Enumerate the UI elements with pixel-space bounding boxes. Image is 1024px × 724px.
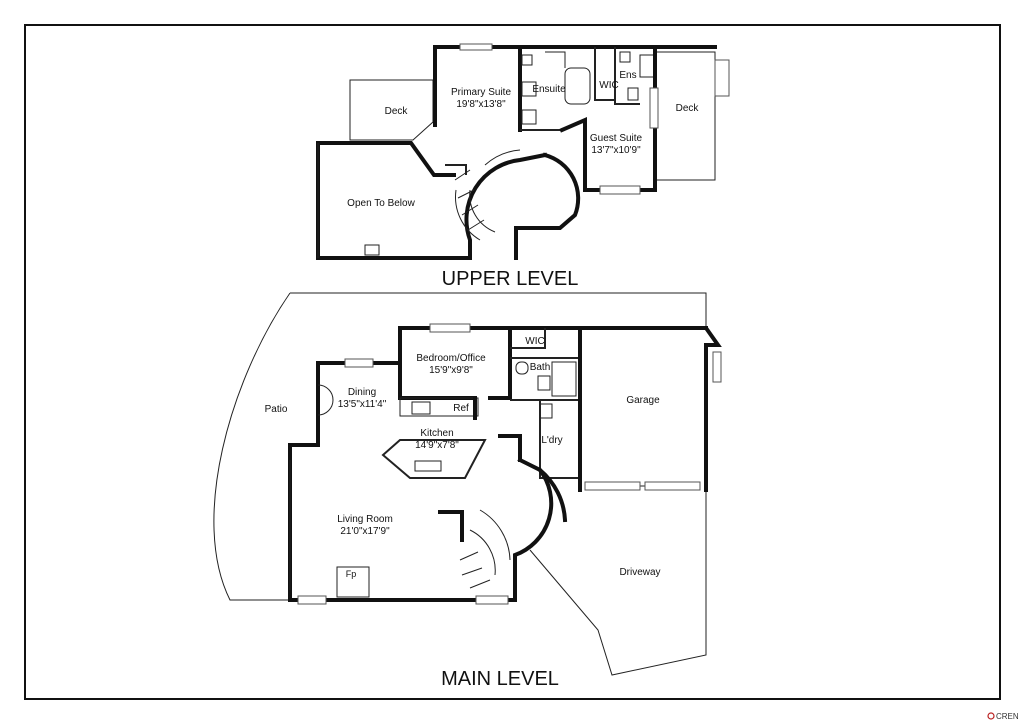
upper-deck-right-outline <box>655 51 716 181</box>
ensuite-shower <box>545 51 566 68</box>
upper-rotunda-wall <box>464 152 548 260</box>
ens-sink <box>627 87 639 101</box>
dining-dims: 13'5"x11'4" <box>338 399 387 410</box>
upper-stair-2 <box>469 189 496 233</box>
cren-logo-icon <box>987 712 995 720</box>
upper-stair-1 <box>455 189 481 241</box>
ensuite-tub <box>564 67 591 105</box>
bedroom-office-label: Bedroom/Office <box>416 353 486 364</box>
main-stair-window <box>475 595 509 605</box>
patio-curved-edge <box>213 292 291 601</box>
dining-left-wall <box>288 361 320 447</box>
ensuite-sink-1 <box>521 81 537 97</box>
upper-wic-label: WIC <box>599 80 618 91</box>
watermark-text: CREN <box>996 712 1019 721</box>
main-level-title: MAIN LEVEL <box>441 668 559 690</box>
garage-window <box>712 351 722 383</box>
page-frame <box>24 24 1001 700</box>
upper-level-title: UPPER LEVEL <box>442 268 579 290</box>
ens-toilet <box>619 51 631 63</box>
bath-label: Bath <box>530 362 551 373</box>
patio-top-edge <box>290 292 707 327</box>
upper-stair-3 <box>484 149 521 166</box>
garage-door-1 <box>584 481 641 491</box>
main-stair-treads <box>459 509 511 589</box>
kitchen-dims: 14'9"x7'8" <box>415 440 459 451</box>
main-rotunda-curve <box>537 467 568 523</box>
ens-shower <box>639 54 655 78</box>
open-to-below-label: Open To Below <box>347 198 415 209</box>
guest-window <box>649 87 659 129</box>
guest-suite-dims: 13'7"x10'9" <box>591 145 641 156</box>
bath-toilet <box>515 361 529 375</box>
upper-rotunda-curve <box>514 152 581 260</box>
primary-suite-dims: 19'8"x13'8" <box>456 99 506 110</box>
driveway-outline <box>529 490 707 676</box>
upper-deck-right-label: Deck <box>676 103 700 114</box>
ref-label: Ref <box>453 403 469 414</box>
dining-doors <box>317 384 334 416</box>
living-window-bottom <box>297 595 327 605</box>
fireplace-box <box>336 566 370 598</box>
upper-deck-right-window <box>714 59 730 97</box>
upper-deck-left-label: Deck <box>385 106 409 117</box>
guest-window-bottom <box>599 185 641 195</box>
primary-suite-label: Primary Suite <box>451 87 511 98</box>
wic-wall <box>594 47 615 101</box>
upper-stair-treads <box>454 169 485 231</box>
garage-right-wall <box>578 326 722 492</box>
main-level-plan <box>213 292 722 676</box>
fireplace-label: Fp <box>346 569 357 579</box>
laundry-closet <box>498 434 522 462</box>
living-room-dims: 21'0"x17'9" <box>340 526 390 537</box>
ensuite-toilet <box>521 54 533 66</box>
kitchen-sink <box>414 460 442 472</box>
main-rotunda-wall <box>513 457 554 602</box>
laundry-sink <box>539 403 553 419</box>
guest-suite-label: Guest Suite <box>590 133 643 144</box>
main-stair-wall <box>438 510 464 542</box>
open-below-fixture <box>364 244 380 256</box>
primary-window <box>459 43 493 51</box>
main-wic-label: WIC <box>525 336 544 347</box>
ensuite-label: Ensuite <box>532 84 566 95</box>
bath-shower <box>551 361 577 397</box>
kitchen-back-counter <box>399 397 479 417</box>
ens-label: Ens <box>619 70 636 81</box>
main-wic-wall <box>510 328 546 349</box>
upper-level-plan <box>316 43 730 260</box>
garage-door-2 <box>644 481 701 491</box>
upper-deck-left-outline <box>349 79 434 141</box>
open-below-top-wall <box>316 141 456 177</box>
cren-watermark: CREN <box>987 712 1019 721</box>
ensuite-sink-2 <box>521 109 537 125</box>
kitchen-range <box>411 401 431 415</box>
ens-wall <box>614 47 640 105</box>
driveway-label: Driveway <box>619 567 660 578</box>
living-room-label: Living Room <box>337 514 393 525</box>
kitchen-island <box>381 439 487 479</box>
bath-sink <box>537 375 551 391</box>
dining-window <box>344 358 374 368</box>
primary-closet <box>445 164 467 175</box>
living-outer-wall <box>288 443 517 602</box>
garage-label: Garage <box>626 395 660 406</box>
guest-left-wall <box>559 116 587 192</box>
dining-label: Dining <box>348 387 376 398</box>
bedroom-office-dims: 15'9"x9'8" <box>429 365 473 376</box>
laundry-label: L'dry <box>541 435 562 446</box>
patio-label: Patio <box>265 404 288 415</box>
kitchen-label: Kitchen <box>420 428 453 439</box>
bedroom-window <box>429 323 471 333</box>
